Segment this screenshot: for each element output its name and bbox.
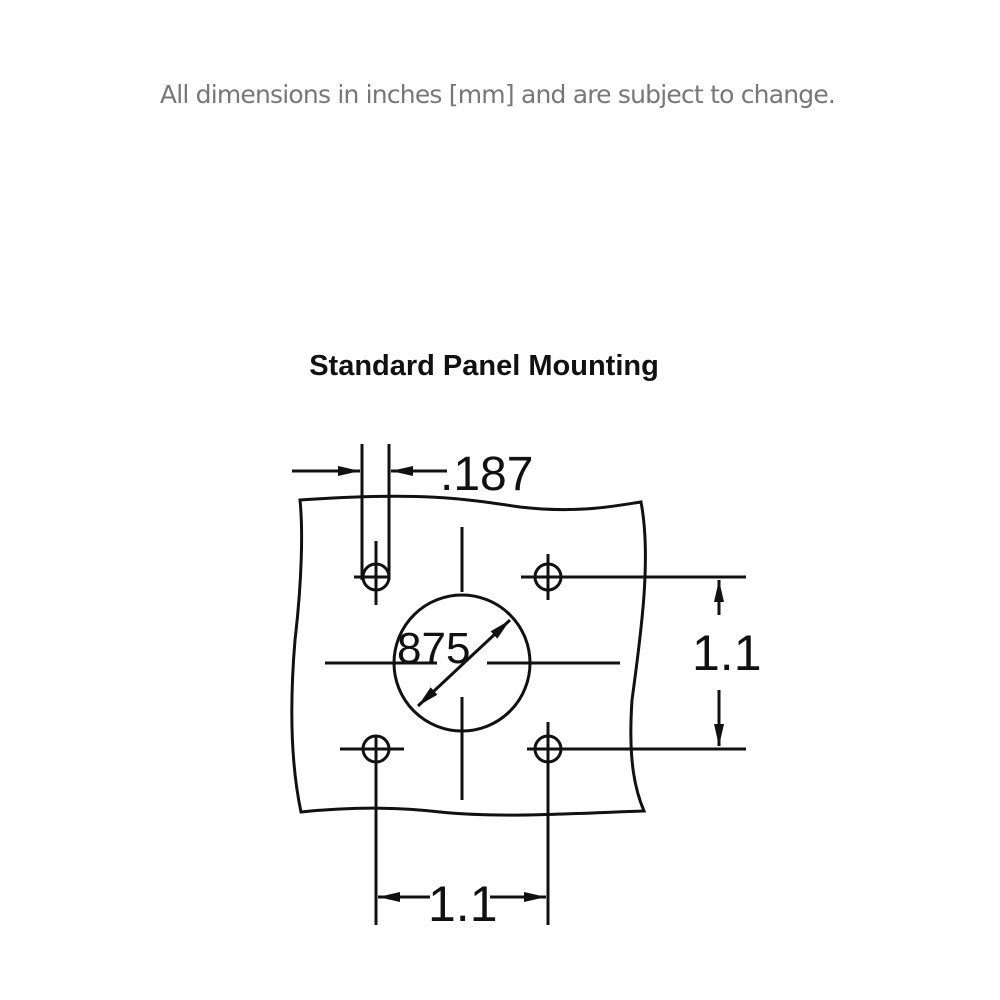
center-hole-diameter-label: 875 xyxy=(397,624,470,673)
vertical-spacing-label: 1.1 xyxy=(692,625,762,681)
panel-outline xyxy=(290,494,647,817)
diameter-leader-2 xyxy=(416,660,467,708)
slot-width-label: .187 xyxy=(440,448,533,501)
horizontal-spacing-label: 1.1 xyxy=(428,876,498,932)
drawing-title: Standard Panel Mounting xyxy=(309,350,659,382)
dimensions-note: All dimensions in inches [mm] and are su… xyxy=(159,80,836,109)
diameter-leader xyxy=(463,618,512,664)
